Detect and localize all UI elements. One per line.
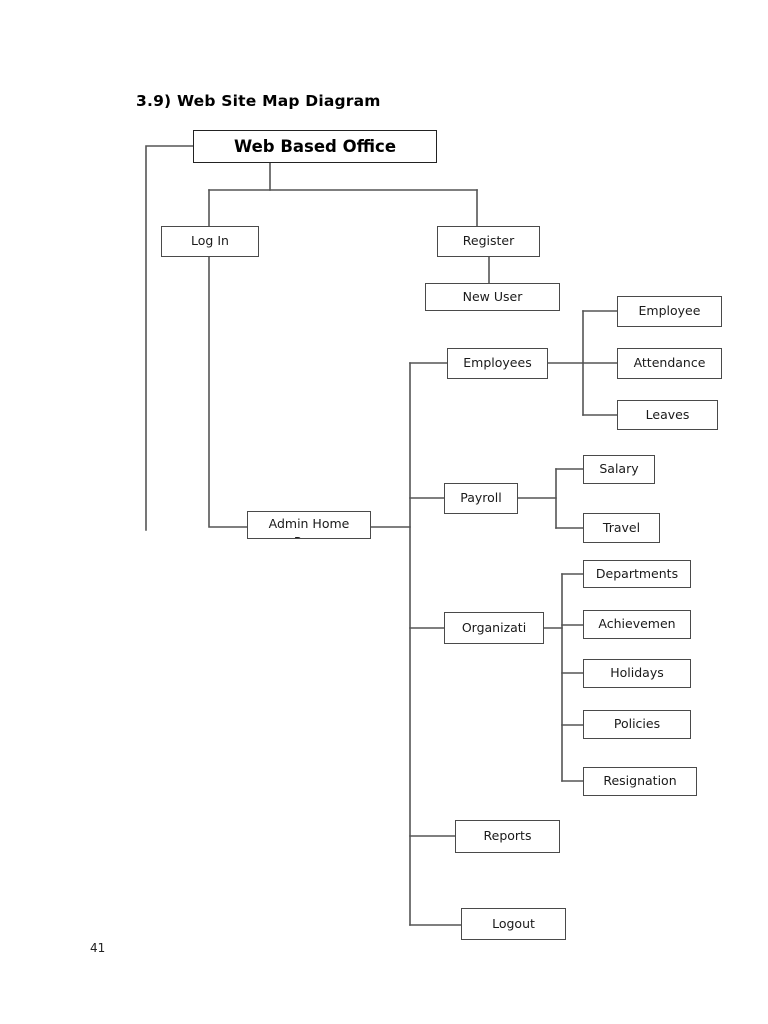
node-new-user[interactable]: New User <box>425 283 560 311</box>
connector-login-admin <box>208 255 248 528</box>
node-label: Departments <box>595 565 679 581</box>
node-label: New User <box>462 288 523 304</box>
node-attendance[interactable]: Attendance <box>617 348 722 379</box>
node-label: Employee <box>638 303 701 319</box>
node-label: Resignation <box>603 773 677 789</box>
node-salary[interactable]: Salary <box>583 455 655 484</box>
node-admin-home-page[interactable]: Admin Home Page <box>247 511 371 539</box>
page-title: 3.9) Web Site Map Diagram <box>136 92 381 110</box>
node-logout[interactable]: Logout <box>461 908 566 940</box>
node-label: Web Based Office <box>233 136 397 156</box>
node-label: Salary <box>599 461 639 477</box>
node-web-based-office[interactable]: Web Based Office <box>193 130 437 163</box>
node-achievements[interactable]: Achievemen <box>583 610 691 639</box>
node-register[interactable]: Register <box>437 226 540 257</box>
node-label: Admin Home Page <box>268 516 350 538</box>
node-employee[interactable]: Employee <box>617 296 722 327</box>
node-reports[interactable]: Reports <box>455 820 560 853</box>
node-label: Reports <box>483 828 532 844</box>
node-organization[interactable]: Organizati <box>444 612 544 644</box>
node-employees[interactable]: Employees <box>447 348 548 379</box>
node-payroll[interactable]: Payroll <box>444 483 518 514</box>
node-label: Attendance <box>633 355 706 371</box>
node-label: Travel <box>602 519 641 535</box>
node-label: Achievemen <box>598 616 676 632</box>
node-label: Policies <box>613 716 661 732</box>
node-label: Log In <box>191 233 229 249</box>
node-label: Payroll <box>460 490 502 506</box>
connector-root-feedback <box>145 145 194 531</box>
node-holidays[interactable]: Holidays <box>583 659 691 688</box>
node-resignation[interactable]: Resignation <box>583 767 697 796</box>
node-label: Holidays <box>610 665 664 681</box>
node-log-in[interactable]: Log In <box>161 226 259 257</box>
node-departments[interactable]: Departments <box>583 560 691 588</box>
page-number: 41 <box>90 941 106 955</box>
node-leaves[interactable]: Leaves <box>617 400 718 430</box>
node-label: Register <box>462 233 515 249</box>
node-label: Organizati <box>461 619 527 635</box>
node-policies[interactable]: Policies <box>583 710 691 739</box>
node-travel[interactable]: Travel <box>583 513 660 543</box>
node-label: Logout <box>492 915 535 931</box>
node-label: Leaves <box>645 406 690 422</box>
node-label: Employees <box>463 355 532 371</box>
